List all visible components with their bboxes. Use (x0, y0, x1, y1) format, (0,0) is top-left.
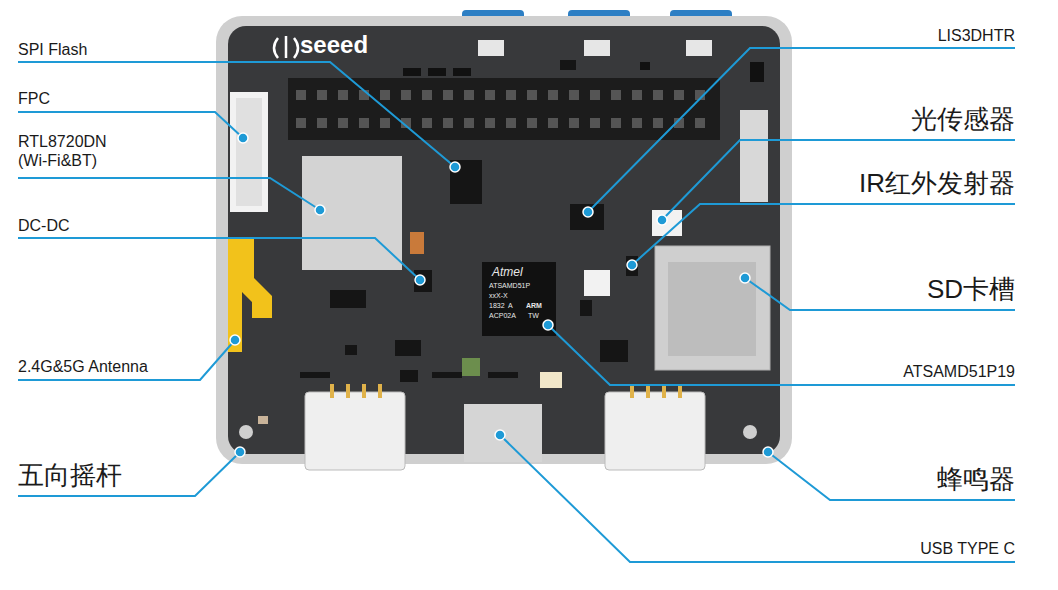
part-label: LIS3DHTR (938, 26, 1015, 45)
part-label: 蜂鸣器 (937, 464, 1015, 495)
part-label: SPI Flash (18, 40, 87, 59)
part-label: 2.4G&5G Antenna (18, 357, 148, 376)
chip-marking: A (508, 302, 513, 309)
chip-marking: Atmel (492, 266, 523, 278)
part-label: RTL8720DN (Wi-Fi&BT) (18, 132, 122, 170)
part-label: ATSAMD51P19 (903, 362, 1015, 381)
chip-marking: TW (528, 312, 539, 319)
chip-marking: ATSAMD51P (489, 282, 530, 289)
part-label: 五向摇杆 (18, 460, 122, 491)
part-label: 光传感器 (911, 104, 1015, 135)
part-label: FPC (18, 89, 50, 108)
chip-marking: xxX-X (489, 292, 508, 299)
part-label: DC-DC (18, 216, 70, 235)
part-label: IR红外发射器 (859, 168, 1015, 199)
chip-marking: 1832 (489, 302, 505, 309)
part-label: SD卡槽 (927, 274, 1015, 305)
chip-marking: ARM (526, 302, 542, 309)
brand-logo: seeed (300, 31, 368, 60)
part-label: USB TYPE C (920, 539, 1015, 558)
chip-marking: ACP02A (489, 312, 516, 319)
